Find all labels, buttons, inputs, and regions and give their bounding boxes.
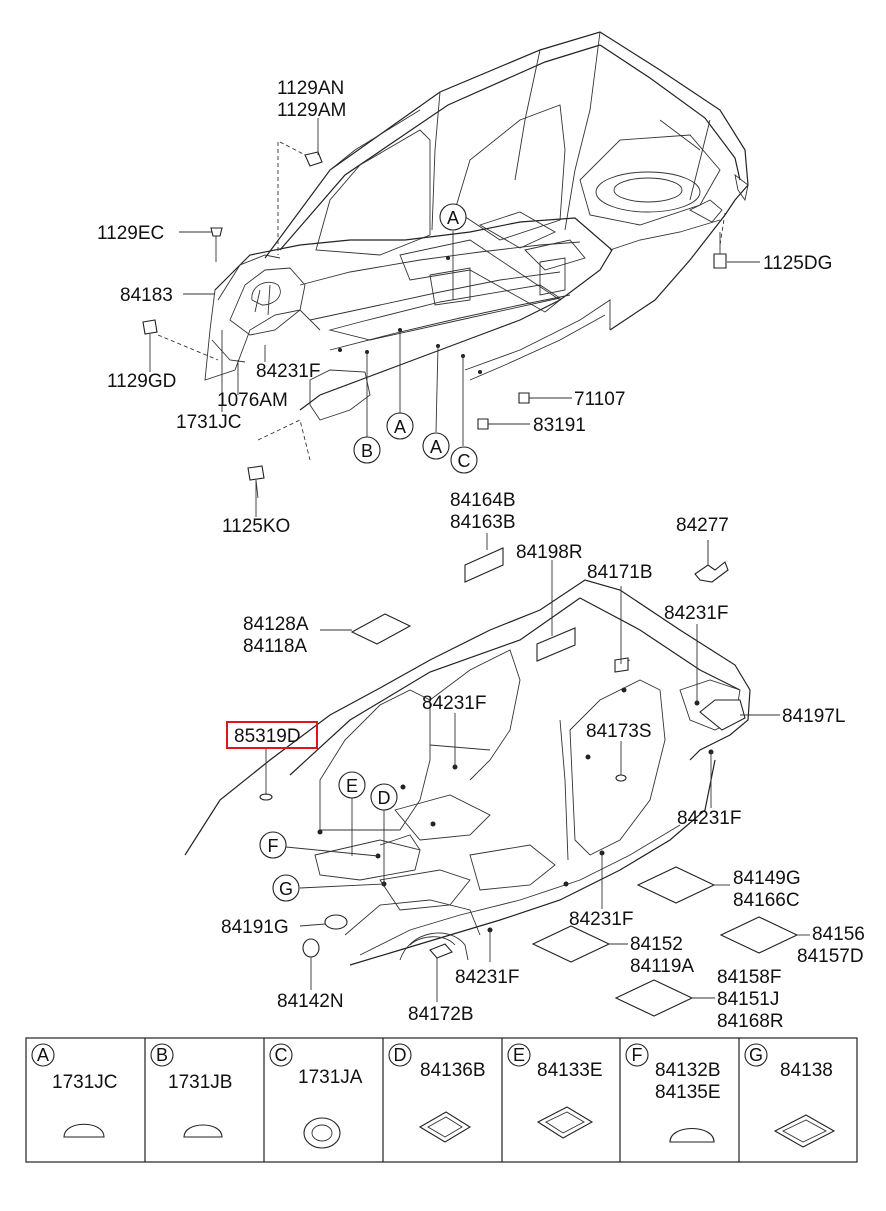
ref-circle-a: A bbox=[394, 417, 406, 437]
legend-ref-b: B bbox=[156, 1045, 168, 1065]
part-label-84158F: 84158F bbox=[717, 967, 781, 988]
part-label-84173S: 84173S bbox=[586, 721, 652, 742]
legend-cell-e: E 84133E bbox=[507, 1043, 603, 1139]
plug-icon bbox=[773, 1114, 836, 1148]
part-label-84163B: 84163B bbox=[450, 512, 516, 533]
body-floor-illustration bbox=[142, 31, 749, 499]
legend-cell-b: B 1731JB bbox=[150, 1043, 232, 1138]
part-label-83191: 83191 bbox=[533, 415, 586, 436]
top-leader-lines bbox=[149, 118, 760, 517]
legend-part-label: 84136B bbox=[420, 1060, 486, 1081]
mid-leader-lines bbox=[265, 533, 810, 1002]
part-label-84198R: 84198R bbox=[516, 542, 583, 563]
ref-circle-b: B bbox=[361, 441, 373, 461]
legend-cell-d: D 84136B bbox=[388, 1043, 486, 1143]
legend-ref-a: A bbox=[37, 1045, 49, 1065]
part-label-1125DG: 1125DG bbox=[763, 253, 832, 274]
part-label-84183: 84183 bbox=[120, 285, 173, 306]
ref-circle-d: D bbox=[378, 788, 391, 808]
ref-circle-e: E bbox=[346, 776, 358, 796]
part-label-84119A: 84119A bbox=[630, 956, 694, 977]
part-label-84157D: 84157D bbox=[797, 946, 864, 967]
legend-part-label: 1731JC bbox=[52, 1072, 118, 1093]
part-label-84231F: 84231F bbox=[256, 361, 320, 382]
legend-part-label: 84135E bbox=[655, 1082, 721, 1103]
part-label-84197L: 84197L bbox=[782, 706, 845, 727]
ref-circle-a: A bbox=[430, 437, 442, 457]
part-label-1129EC: 1129EC bbox=[97, 223, 164, 244]
plug-icon bbox=[418, 1111, 472, 1143]
part-label-84171B: 84171B bbox=[587, 562, 653, 583]
part-label-84142N: 84142N bbox=[277, 991, 344, 1012]
plug-icon bbox=[669, 1128, 715, 1143]
plug-icon bbox=[63, 1123, 105, 1138]
part-label-1129AM: 1129AM bbox=[277, 100, 346, 121]
part-label-84118A: 84118A bbox=[243, 636, 307, 657]
grommet-icon bbox=[303, 1117, 341, 1149]
mid-reference-circles: E D F G bbox=[259, 771, 398, 902]
legend-part-label: 1731JB bbox=[168, 1072, 232, 1093]
part-label-84231F: 84231F bbox=[569, 909, 633, 930]
legend-table: A 1731JC B 1731JB C 1731JA D 84136B bbox=[25, 1037, 858, 1163]
legend-ref-d: D bbox=[394, 1045, 407, 1065]
part-label-84156: 84156 bbox=[812, 924, 865, 945]
part-label-84231F: 84231F bbox=[677, 808, 741, 829]
legend-part-label: 84133E bbox=[537, 1060, 603, 1081]
part-label-84277: 84277 bbox=[676, 515, 729, 536]
ref-circle-f: F bbox=[268, 836, 279, 856]
part-label-84172B: 84172B bbox=[408, 1004, 474, 1025]
part-label-1731JC: 1731JC bbox=[176, 412, 242, 433]
part-label-1129GD: 1129GD bbox=[107, 371, 176, 392]
legend-ref-g: G bbox=[749, 1045, 763, 1065]
ref-circle-c: C bbox=[458, 451, 471, 471]
part-label-1129AN: 1129AN bbox=[277, 78, 344, 99]
mid-callouts: 84164B 84163B 84198R 84277 84171B 84231F… bbox=[221, 490, 865, 1032]
legend-cell-f: F 84132B 84135E bbox=[625, 1043, 721, 1143]
part-label-84152: 84152 bbox=[630, 934, 683, 955]
legend-part-label: 84132B bbox=[655, 1060, 721, 1081]
part-label-1076AM: 1076AM bbox=[217, 390, 288, 411]
legend-part-label: 84138 bbox=[780, 1060, 833, 1081]
legend-ref-c: C bbox=[275, 1045, 288, 1065]
part-label-71107: 71107 bbox=[574, 389, 625, 410]
legend-cell-a: A 1731JC bbox=[31, 1043, 118, 1138]
part-label-84149G: 84149G bbox=[733, 868, 801, 889]
legend-ref-f: F bbox=[632, 1045, 643, 1065]
part-label-84168R: 84168R bbox=[717, 1011, 784, 1032]
part-label-84191G: 84191G bbox=[221, 917, 289, 938]
ref-circle-a: A bbox=[447, 208, 459, 228]
legend-cell-c: C 1731JA bbox=[269, 1043, 363, 1149]
floor-plug-illustration bbox=[184, 540, 799, 1017]
part-label-84231F: 84231F bbox=[422, 693, 486, 714]
top-callouts: 1129AN 1129AM 1129EC 84183 1129GD 84231F… bbox=[97, 78, 832, 537]
legend-cell-g: G 84138 bbox=[744, 1043, 836, 1148]
plug-icon bbox=[183, 1124, 223, 1138]
part-label-85319D: 85319D bbox=[234, 726, 301, 747]
part-label-84166C: 84166C bbox=[733, 890, 800, 911]
part-label-84151J: 84151J bbox=[717, 989, 779, 1010]
part-label-84164B: 84164B bbox=[450, 490, 516, 511]
plug-icon bbox=[536, 1106, 594, 1139]
ref-circle-g: G bbox=[279, 879, 293, 899]
legend-ref-e: E bbox=[513, 1045, 525, 1065]
part-label-84231F: 84231F bbox=[664, 603, 728, 624]
part-label-84231F: 84231F bbox=[455, 967, 519, 988]
highlight-box bbox=[226, 721, 318, 749]
top-reference-circles: A B A A C bbox=[353, 203, 478, 474]
part-label-84128A: 84128A bbox=[243, 614, 309, 635]
part-label-1125KO: 1125KO bbox=[222, 516, 290, 537]
legend-part-label: 1731JA bbox=[298, 1067, 363, 1088]
